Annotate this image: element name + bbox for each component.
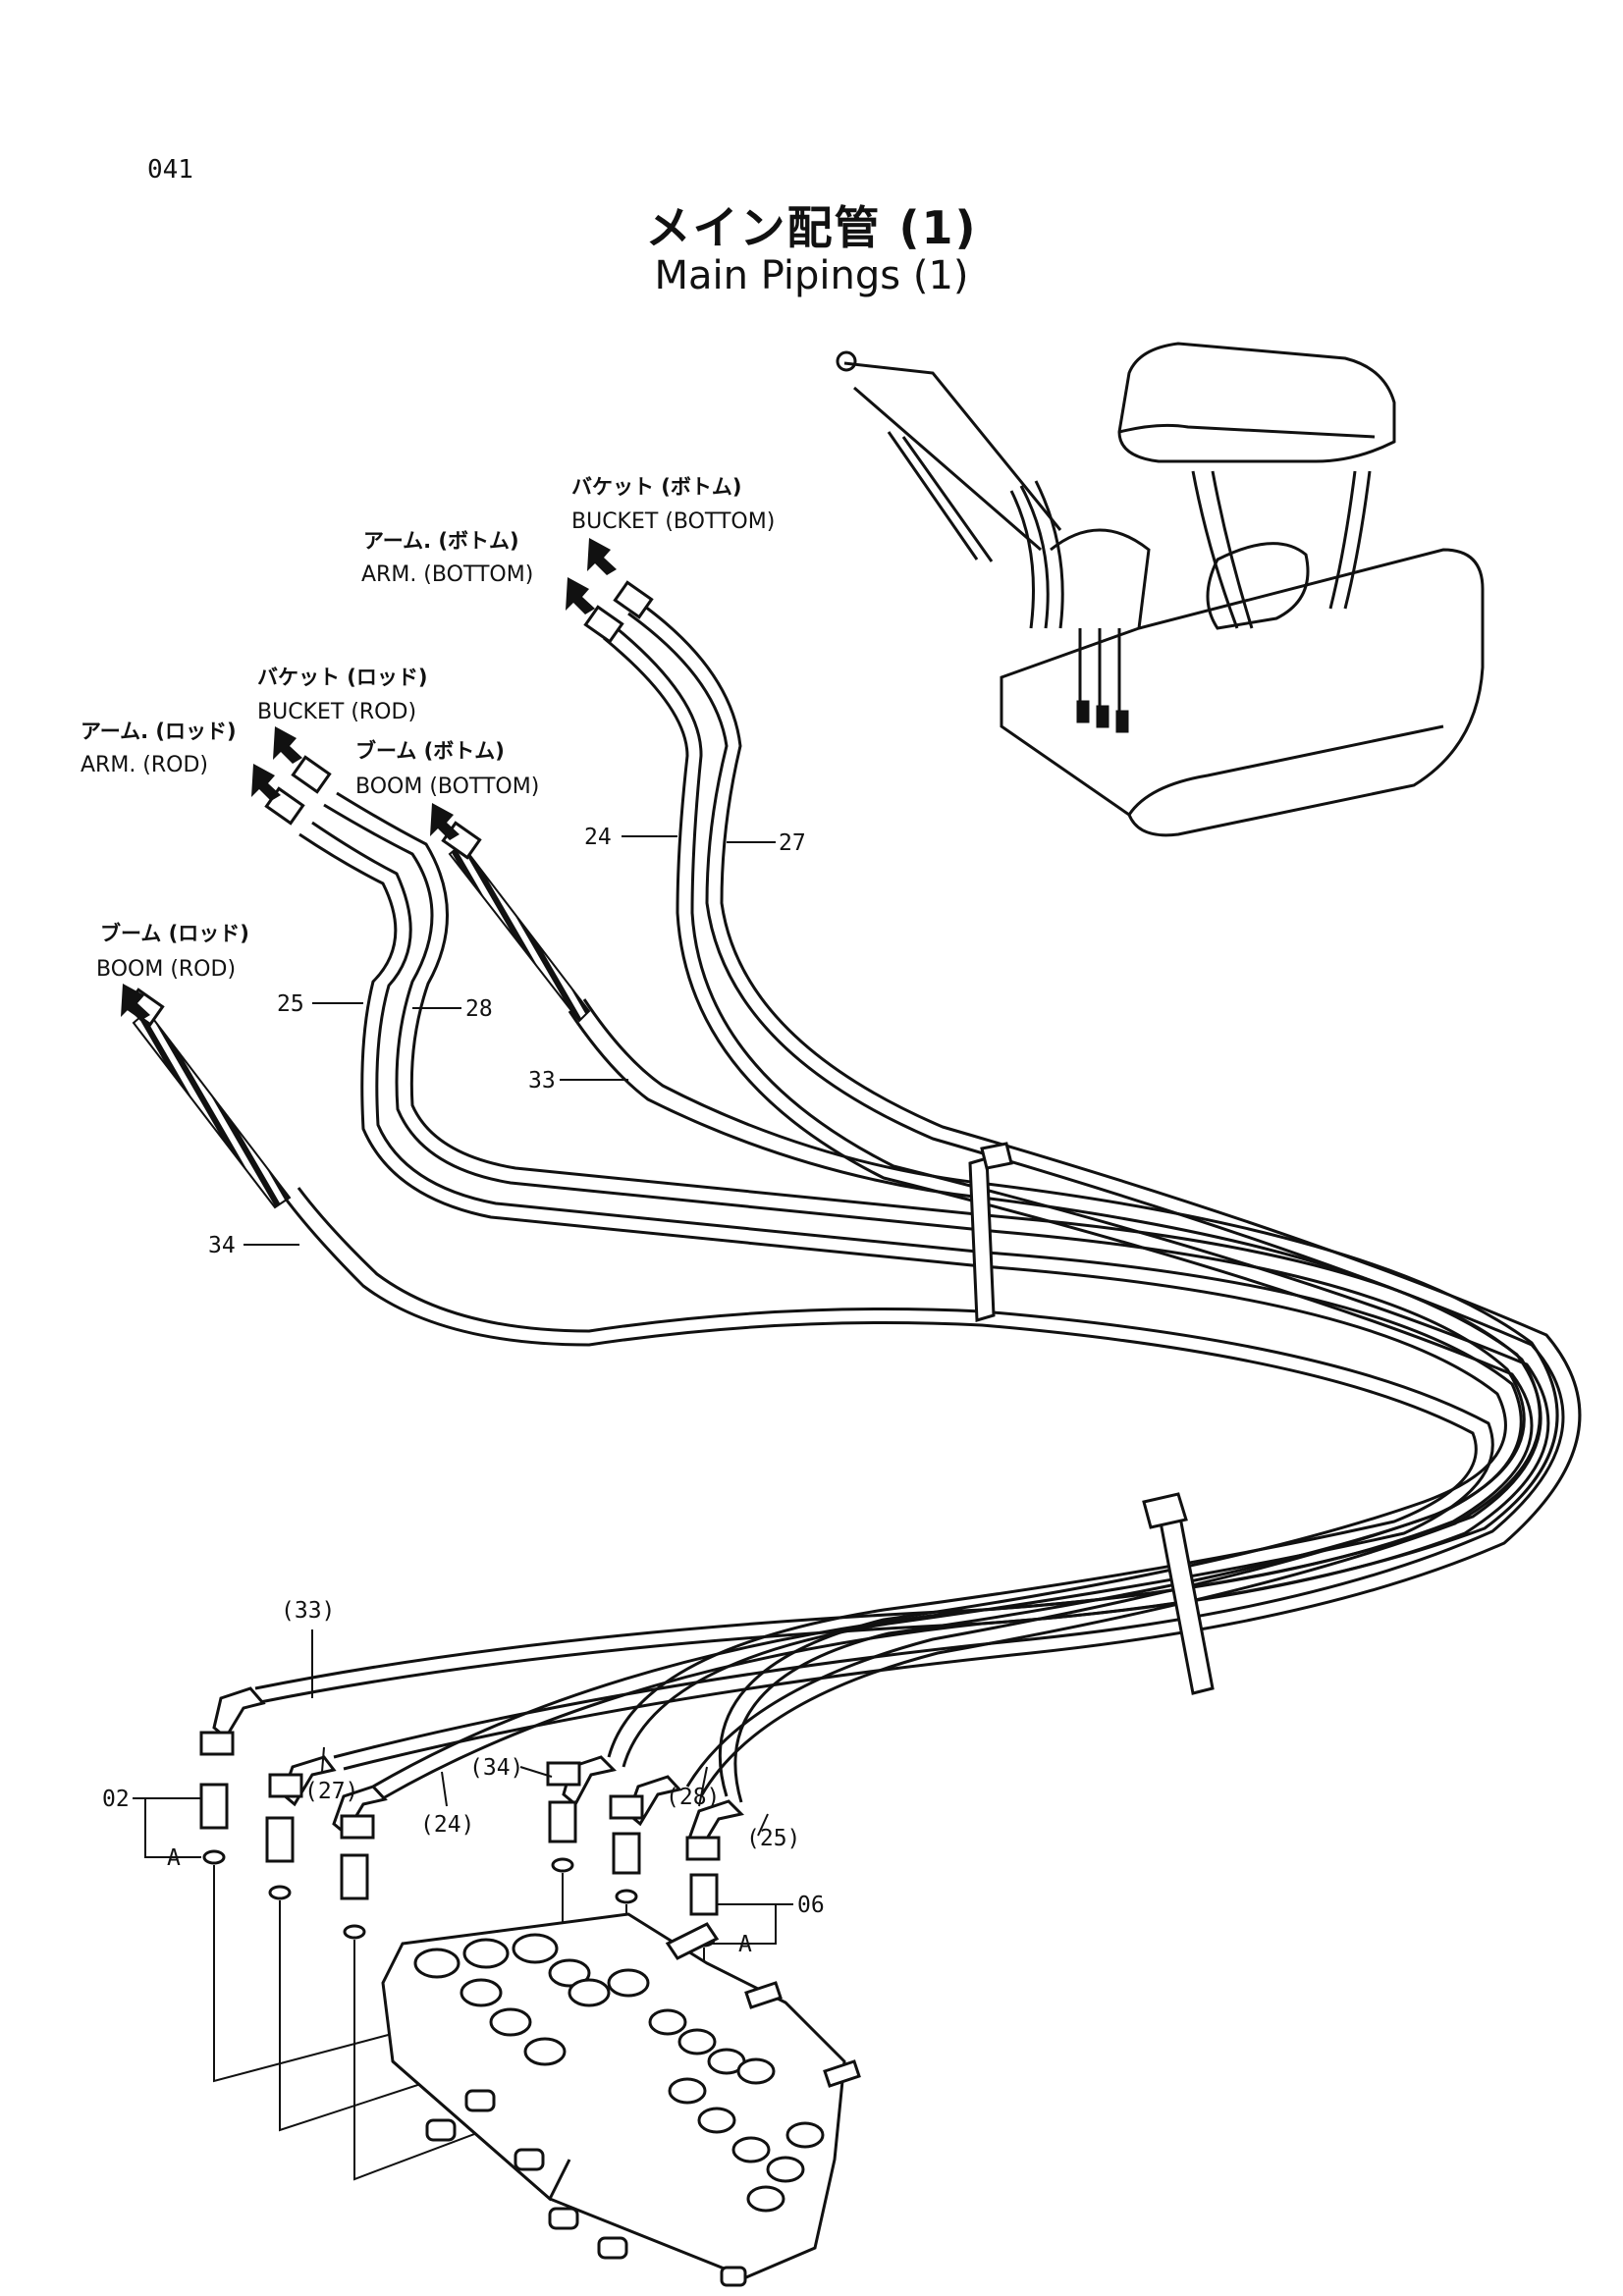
- label-arm-rod-ja: アーム. (ロッド): [81, 720, 237, 743]
- label-arm-bottom-en: ARM. (BOTTOM): [361, 562, 533, 587]
- label-boom-bottom-ja: ブーム (ボトム): [355, 739, 505, 763]
- part-callouts: 24 27 25 28 33 34 (33) (27) (24) (34) (2…: [102, 825, 825, 1957]
- callout-06: 06: [797, 1893, 825, 1918]
- callout-34: 34: [208, 1233, 236, 1258]
- label-bucket-rod-ja: バケット (ロッド): [257, 666, 428, 689]
- label-boom-rod-ja: ブーム (ロッド): [100, 922, 249, 945]
- callout-33: 33: [528, 1068, 556, 1094]
- callout-02: 02: [102, 1787, 130, 1812]
- label-arm-bottom-ja: アーム. (ボトム): [363, 529, 519, 553]
- callout-p24: (24): [420, 1812, 474, 1838]
- callout-p33: (33): [281, 1598, 335, 1624]
- callout-p25: (25): [746, 1826, 800, 1851]
- label-bucket-bottom-ja: バケット (ボトム): [571, 475, 742, 499]
- page-number: 041: [147, 155, 193, 185]
- callout-25: 25: [277, 991, 304, 1017]
- callout-a-right: A: [738, 1932, 752, 1957]
- corrugated-sleeves: [132, 842, 591, 1209]
- hose-clamps: [968, 1142, 1215, 1695]
- title-english: Main Pipings (1): [654, 253, 969, 298]
- label-arm-rod-en: ARM. (ROD): [81, 753, 208, 777]
- bottom-fittings: [199, 1686, 745, 1948]
- callout-27: 27: [779, 830, 806, 856]
- hose-bundle: [254, 602, 1582, 1803]
- label-boom-rod-en: BOOM (ROD): [96, 957, 236, 982]
- title-japanese: メイン配管 (1): [645, 201, 978, 254]
- port-labels: バケット (ボトム) BUCKET (BOTTOM) アーム. (ボトム) AR…: [81, 475, 775, 982]
- callout-28: 28: [465, 996, 493, 1022]
- callout-p27: (27): [304, 1779, 358, 1804]
- excavator-illustration: [836, 342, 1485, 837]
- flow-arrows: [121, 538, 617, 1021]
- callout-p28: (28): [666, 1785, 720, 1810]
- label-boom-bottom-en: BOOM (BOTTOM): [355, 774, 539, 799]
- callout-p34: (34): [469, 1755, 523, 1781]
- label-bucket-rod-en: BUCKET (ROD): [257, 700, 416, 724]
- callout-a-left: A: [167, 1845, 181, 1871]
- control-valve: [381, 1912, 861, 2287]
- label-bucket-bottom-en: BUCKET (BOTTOM): [571, 509, 775, 534]
- callout-leaders: [133, 835, 793, 1945]
- callout-24: 24: [584, 825, 612, 850]
